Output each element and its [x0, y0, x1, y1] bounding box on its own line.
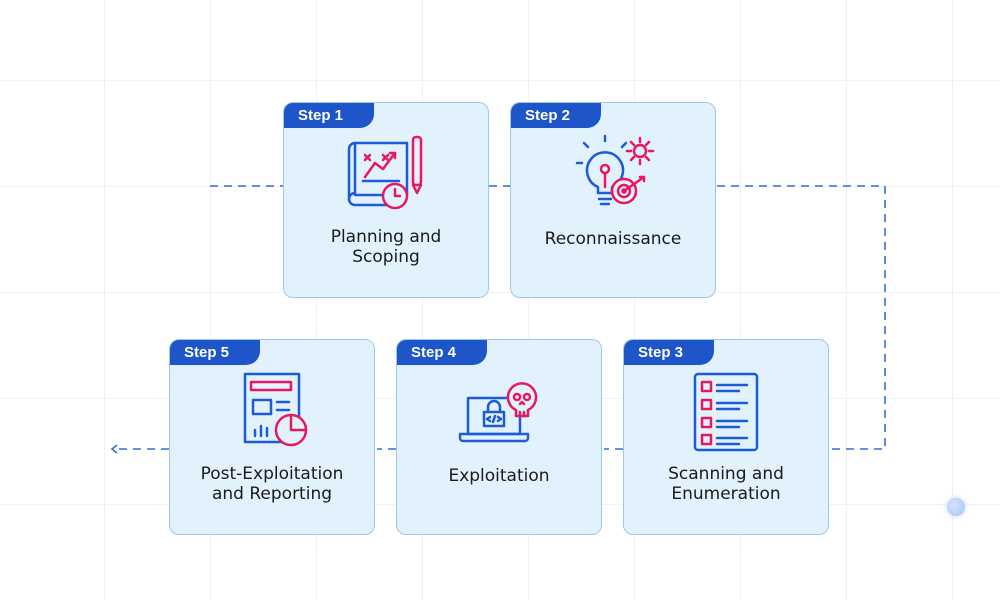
- step-tab-4: Step 4: [397, 340, 487, 365]
- laptop-skull-icon: [458, 382, 538, 443]
- step-label-5: Post-Exploitation and Reporting: [200, 464, 344, 504]
- report-pie-icon: [243, 372, 308, 447]
- step-card-2: Step 2 Reconnaissance: [510, 102, 716, 298]
- step-label-1: Planning and Scoping: [330, 227, 442, 267]
- arrowhead-left-icon: [110, 444, 118, 454]
- step-label-3: Scanning and Enumeration: [668, 464, 784, 504]
- step-tab-1: Step 1: [284, 103, 374, 128]
- step-card-4: Step 4 Exploitation: [396, 339, 602, 535]
- step-card-5: Step 5 Post-Exploitation and Reporting: [169, 339, 375, 535]
- step-card-1: Step 1 Planning and Scoping: [283, 102, 489, 298]
- step-tab-2: Step 2: [511, 103, 601, 128]
- decorative-dot: [947, 498, 965, 516]
- step-label-2: Reconnaissance: [544, 229, 682, 249]
- step-card-3: Step 3 Scanning and Enumeration: [623, 339, 829, 535]
- step-tab-5: Step 5: [170, 340, 260, 365]
- connector-2-3: [717, 185, 886, 450]
- checklist-icon: [693, 372, 759, 452]
- step-tab-3: Step 3: [624, 340, 714, 365]
- step-label-4: Exploitation: [448, 466, 550, 486]
- lightbulb-target-icon: [575, 134, 655, 206]
- map-chart-icon: [347, 135, 423, 210]
